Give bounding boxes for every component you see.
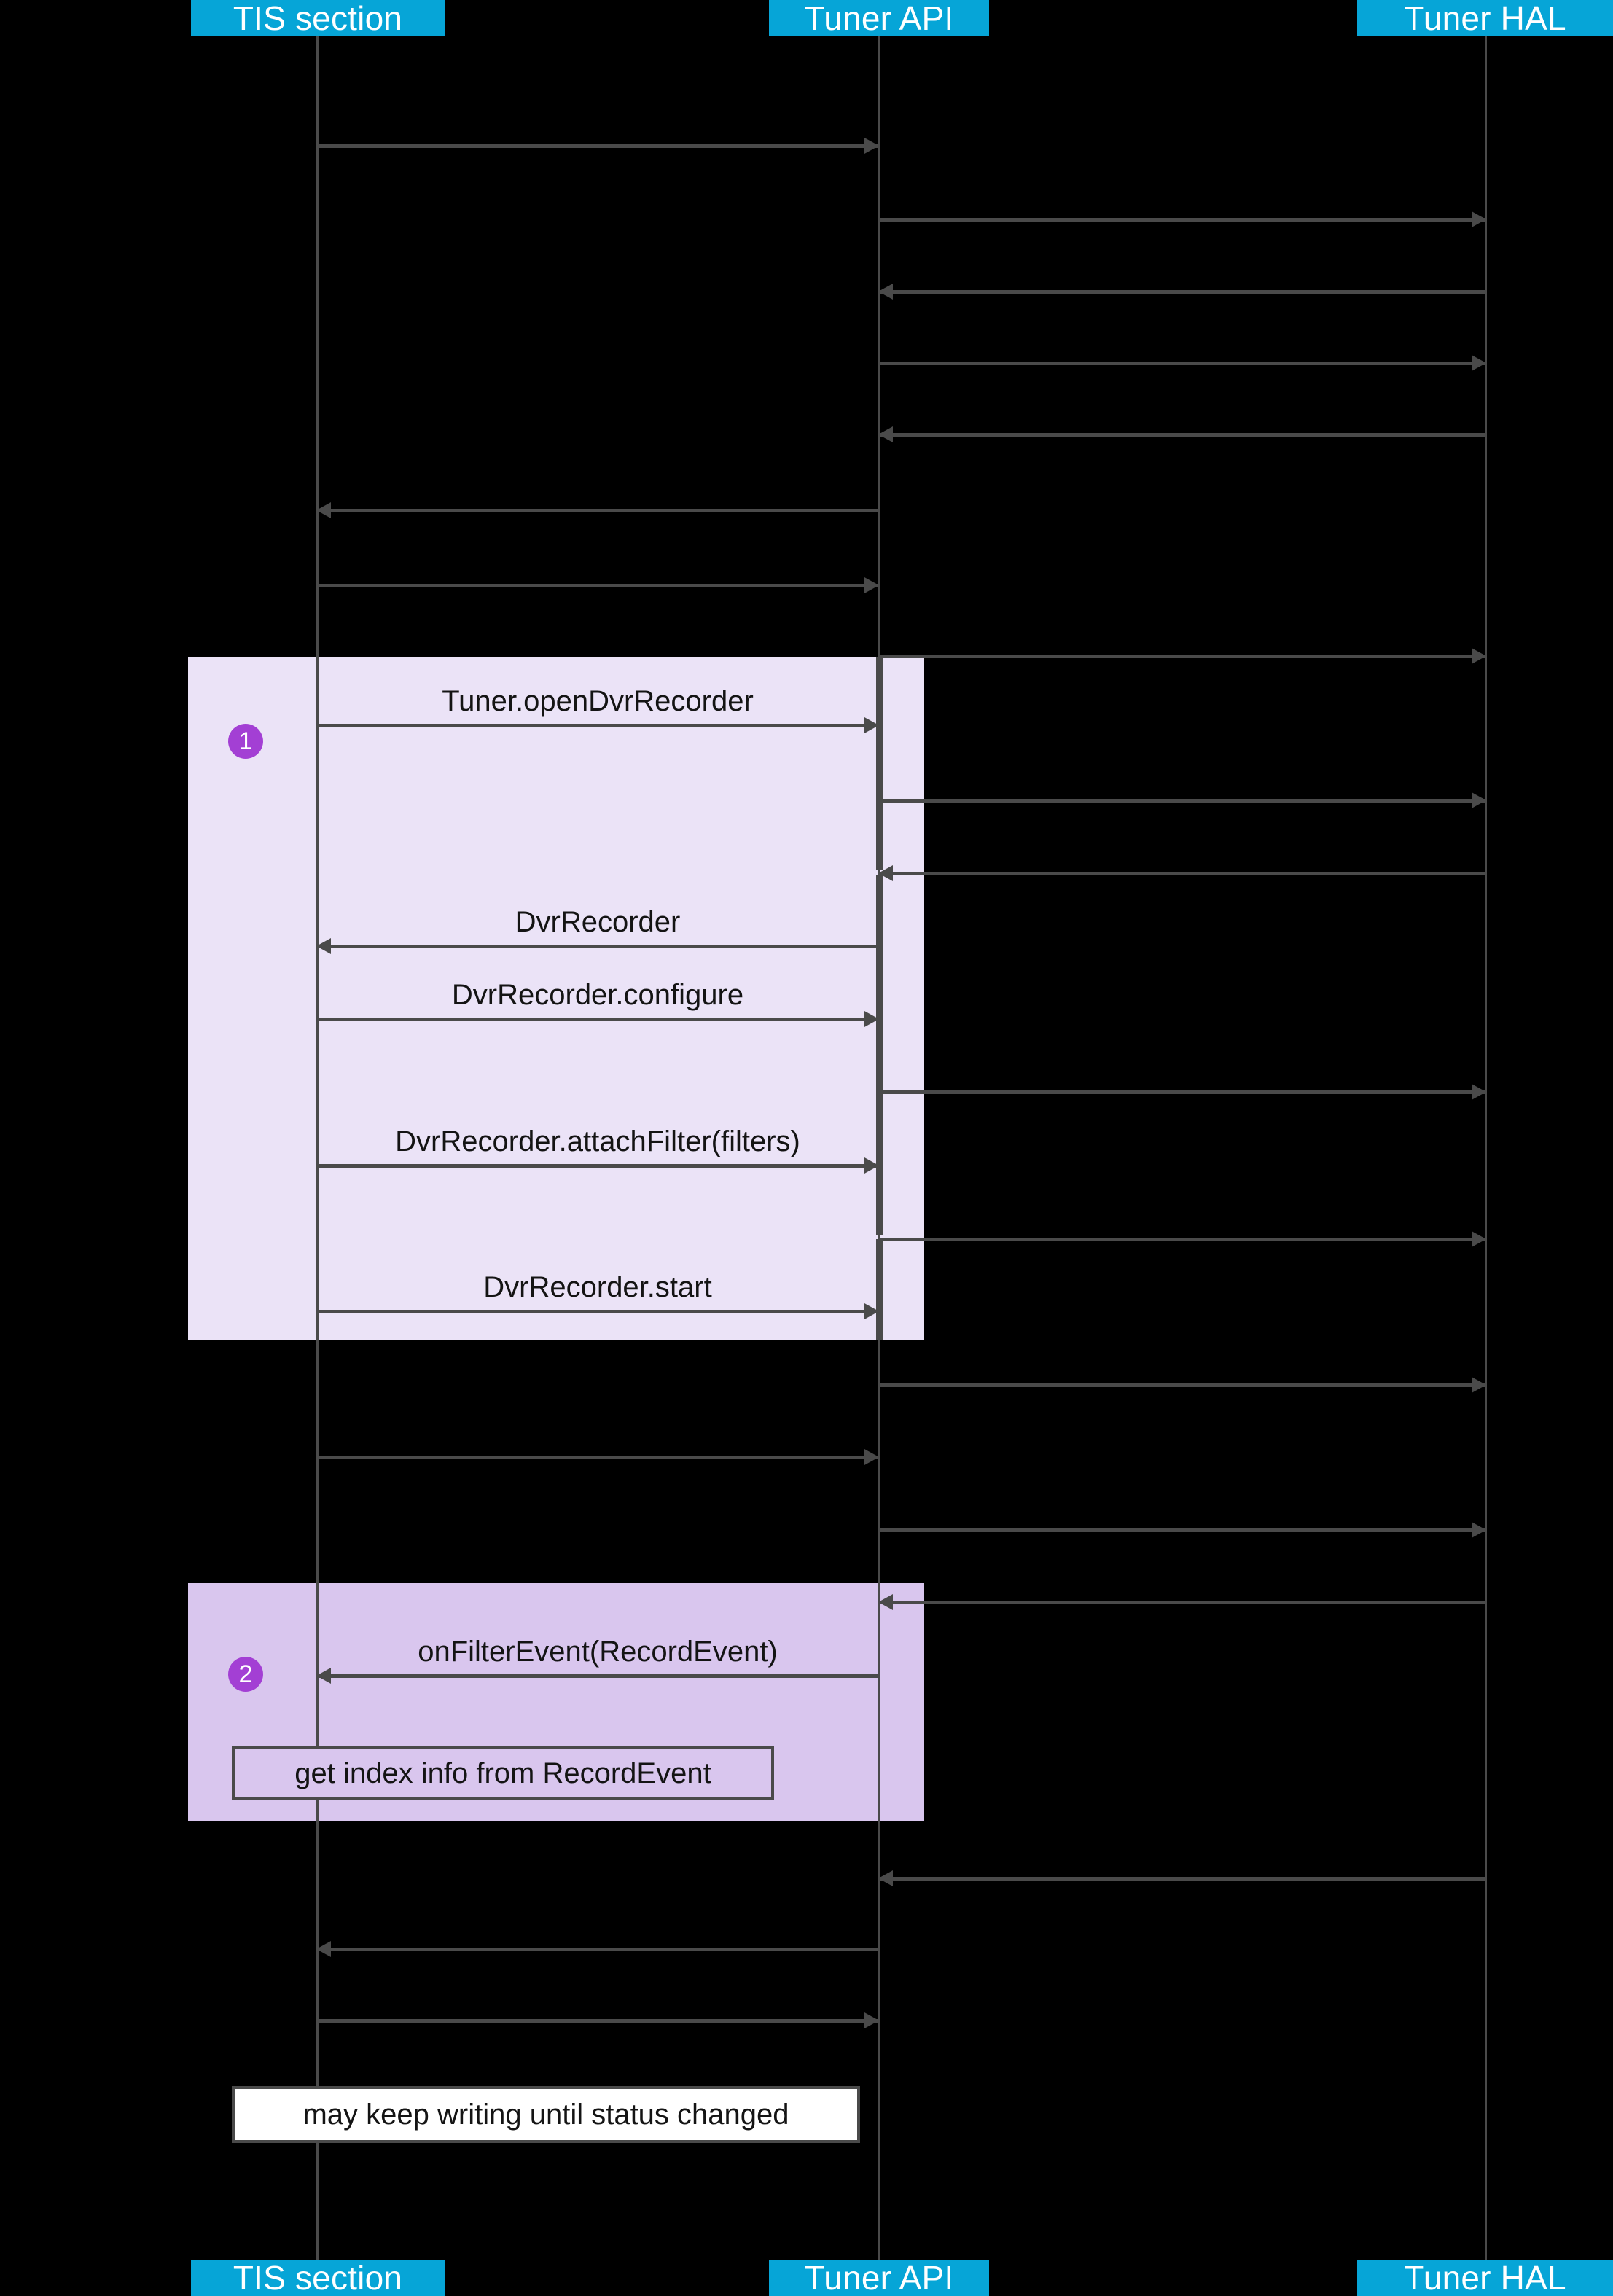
message-shaft	[879, 290, 1485, 294]
participant-footer-tuner-hal-label: Tuner HAL	[1404, 2259, 1566, 2296]
arrowhead-right-icon	[864, 1011, 879, 1027]
message-shaft	[879, 1383, 1485, 1387]
participant-header-tis-section-label: TIS section	[233, 0, 403, 37]
participant-header-tis-section[interactable]: TIS section	[191, 0, 445, 36]
message-shaft	[317, 1674, 878, 1678]
arrowhead-left-icon	[878, 865, 893, 881]
participant-header-tuner-api[interactable]: Tuner API	[769, 0, 989, 36]
lifeline-tuner-hal	[1485, 36, 1487, 2267]
message-shaft	[317, 1310, 878, 1313]
message-shaft	[879, 872, 1485, 875]
arrowhead-right-icon	[864, 1303, 879, 1319]
message-label-9: Tuner.openDvrRecorder	[442, 685, 754, 717]
message-shaft	[317, 945, 878, 948]
message-shaft	[879, 362, 1485, 365]
message-shaft	[879, 433, 1485, 437]
step-badge-1-label: 1	[238, 727, 253, 755]
message-label-17: DvrRecorder.start	[483, 1271, 712, 1303]
arrowhead-right-icon	[1472, 1084, 1486, 1100]
message-label-13: DvrRecorder.configure	[451, 979, 744, 1011]
arrowhead-left-icon	[316, 502, 331, 518]
arrowhead-right-icon	[1472, 1522, 1486, 1538]
arrowhead-left-icon	[878, 1870, 893, 1886]
arrowhead-right-icon	[864, 717, 879, 733]
arrowhead-left-icon	[316, 1941, 331, 1957]
message-label-22: onFilterEvent(RecordEvent)	[418, 1636, 778, 1668]
step-badge-2[interactable]: 2	[228, 1657, 263, 1692]
arrowhead-right-icon	[864, 577, 879, 593]
step-badge-2-label: 2	[238, 1660, 253, 1688]
message-shaft	[317, 584, 878, 587]
participant-header-tuner-hal[interactable]: Tuner HAL	[1357, 0, 1613, 36]
arrowhead-left-icon	[316, 1668, 331, 1684]
participant-footer-tuner-hal[interactable]: Tuner HAL	[1357, 2260, 1613, 2296]
message-shaft	[317, 1164, 878, 1168]
message-shaft	[317, 1456, 878, 1459]
participant-footer-tis-section-label: TIS section	[233, 2259, 403, 2296]
message-shaft	[879, 218, 1485, 222]
arrowhead-left-icon	[878, 426, 893, 442]
participant-footer-tuner-api-label: Tuner API	[804, 2259, 954, 2296]
participant-header-tuner-hal-label: Tuner HAL	[1404, 0, 1566, 37]
arrowhead-right-icon	[1472, 792, 1486, 808]
message-shaft	[317, 144, 878, 148]
arrowhead-left-icon	[316, 938, 331, 954]
participant-header-tuner-api-label: Tuner API	[804, 0, 954, 37]
message-shaft	[879, 655, 1485, 658]
message-shaft	[879, 1877, 1485, 1881]
participant-footer-tis-section[interactable]: TIS section	[191, 2260, 445, 2296]
message-label-12: DvrRecorder	[515, 906, 681, 938]
arrowhead-right-icon	[1472, 1377, 1486, 1393]
note-may-keep-writing: may keep writing until status changed	[232, 2086, 860, 2143]
group-box-step-1	[188, 657, 924, 1340]
message-shaft	[879, 1238, 1485, 1241]
arrowhead-right-icon	[864, 1449, 879, 1465]
note-get-index-info-text: get index info from RecordEvent	[294, 1757, 711, 1789]
note-get-index-info: get index info from RecordEvent	[232, 1746, 774, 1800]
lifeline-tis-section	[316, 36, 319, 2267]
arrowhead-right-icon	[864, 138, 879, 154]
note-may-keep-writing-text: may keep writing until status changed	[302, 2098, 789, 2131]
message-label-15: DvrRecorder.attachFilter(filters)	[395, 1125, 800, 1157]
message-shaft	[879, 1601, 1485, 1604]
message-shaft	[879, 799, 1485, 803]
message-shaft	[879, 1090, 1485, 1094]
arrowhead-right-icon	[1472, 211, 1486, 227]
message-shaft	[317, 1018, 878, 1021]
message-shaft	[317, 2019, 878, 2023]
arrowhead-left-icon	[878, 1594, 893, 1610]
step-badge-1[interactable]: 1	[228, 724, 263, 759]
arrowhead-right-icon	[864, 1157, 879, 1174]
message-shaft	[317, 1948, 878, 1951]
message-shaft	[317, 724, 878, 727]
participant-footer-tuner-api[interactable]: Tuner API	[769, 2260, 989, 2296]
lifeline-tuner-api	[878, 36, 880, 2267]
message-shaft	[879, 1528, 1485, 1532]
arrowhead-left-icon	[878, 284, 893, 300]
arrowhead-right-icon	[1472, 1231, 1486, 1247]
arrowhead-right-icon	[1472, 355, 1486, 371]
arrowhead-right-icon	[1472, 648, 1486, 664]
arrowhead-right-icon	[864, 2012, 879, 2028]
message-shaft	[317, 509, 878, 512]
